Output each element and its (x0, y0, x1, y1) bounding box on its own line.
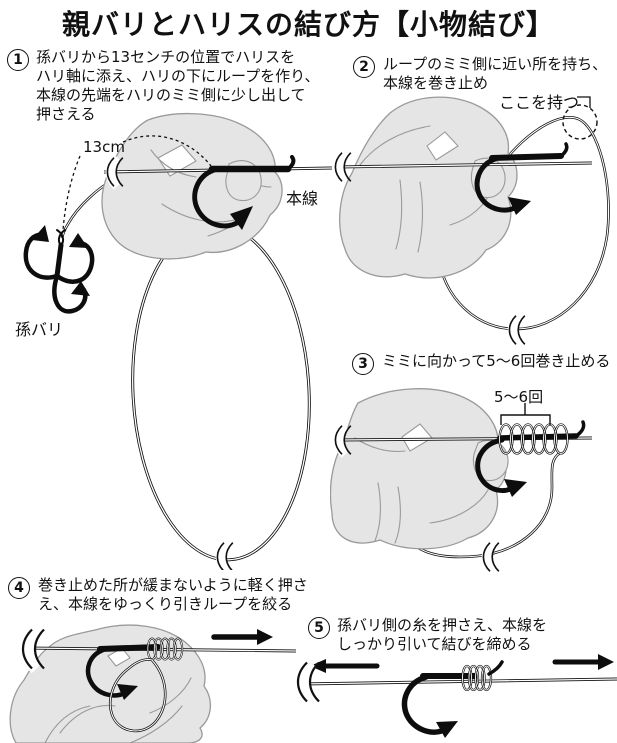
fish-hook-icon (474, 142, 569, 215)
illustration-step-1 (23, 112, 333, 570)
pull-arrow-right (552, 654, 614, 670)
fish-hook-icon (192, 155, 296, 230)
step-text-line: え、本線をゆっくり引きループを絞る (38, 595, 293, 613)
wrap-count-bracket (500, 403, 551, 425)
main-line (300, 677, 617, 686)
hook-eye-tail (487, 660, 504, 676)
label-connector (577, 96, 591, 108)
wrap-count-label: 5〜6回 (494, 388, 544, 406)
step-4-text: 巻き止めた所が緩まないように軽く押さ え、本線をゆっくり引きループを絞る (38, 576, 308, 614)
step-1-number: 1 (7, 49, 29, 71)
line-break-mark (20, 624, 45, 674)
step-text-line: ループのミミ側に近い所を持ち、 (383, 55, 608, 73)
illustration-step-2 (333, 96, 610, 348)
hand (339, 96, 518, 279)
step-text-line: 押さえる (36, 105, 96, 123)
line-break-mark (295, 657, 320, 707)
step-text-line: 孫バリ側の糸を押さえ、本線を (337, 616, 548, 634)
line-break-mark (105, 154, 124, 190)
main-line (337, 161, 593, 169)
harris-line (60, 176, 117, 239)
step-2-number: 2 (353, 56, 375, 78)
step-1-text: 孫バリから13センチの位置でハリスを ハリ軸に添え、ハリの下にループを作り、 本… (36, 48, 320, 124)
hold-here-label: ここを持つ (499, 93, 580, 112)
loop-line (131, 222, 311, 562)
line-break-mark (333, 149, 352, 185)
line-break-mark (215, 539, 234, 570)
line-break-mark (333, 422, 352, 458)
main-line-label: 本線 (286, 189, 319, 208)
fish-hook-icon (401, 673, 478, 738)
finger-gap (426, 131, 459, 161)
step-4-number: 4 (8, 577, 30, 599)
distance-label: 13cm (83, 138, 125, 156)
loop-line (108, 658, 167, 733)
treble-hook-icon (23, 225, 95, 314)
step-text-line: 孫バリから13センチの位置でハリスを (36, 48, 296, 66)
hand (330, 388, 509, 550)
coil-wraps (461, 664, 493, 692)
page-title: 親バリとハリスの結び方【小物結び】 (61, 8, 555, 41)
step-text-line: しっかり引いて結びを締める (337, 635, 532, 653)
illustration-step-3 (330, 388, 593, 573)
pull-arrow-right (211, 629, 273, 645)
line-break-mark (507, 312, 526, 348)
step-5-text: 孫バリ側の糸を押さえ、本線を しっかり引いて結びを締める (337, 616, 547, 654)
step-text-line: 巻き止めた所が緩まないように軽く押さ (38, 576, 308, 594)
step-text-line: 本線を巻き止め (383, 74, 489, 92)
illustration-step-5 (295, 654, 617, 738)
step-5-number: 5 (308, 617, 330, 639)
step-3-number: 3 (352, 353, 374, 375)
distance-dashed-line (62, 135, 212, 231)
coil-wraps (498, 423, 569, 455)
pull-arrow-left (310, 659, 380, 673)
step-3-text: ミミに向かって5〜6回巻き止める (382, 352, 610, 371)
step-text-line: 本線の先端をハリのミミ側に少し出して (36, 86, 306, 104)
hand (101, 112, 283, 260)
step-2-text: ループのミミ側に近い所を持ち、 本線を巻き止め (383, 55, 607, 93)
line-break-mark (481, 539, 500, 573)
step-text-line: ミミに向かって5〜6回巻き止める (382, 352, 611, 370)
illustration-step-4 (9, 624, 297, 743)
step-text-line: ハリ軸に添え、ハリの下にループを作り、 (36, 67, 320, 85)
treble-hook-label: 孫バリ (15, 320, 64, 339)
hold-point-circle (562, 104, 598, 140)
